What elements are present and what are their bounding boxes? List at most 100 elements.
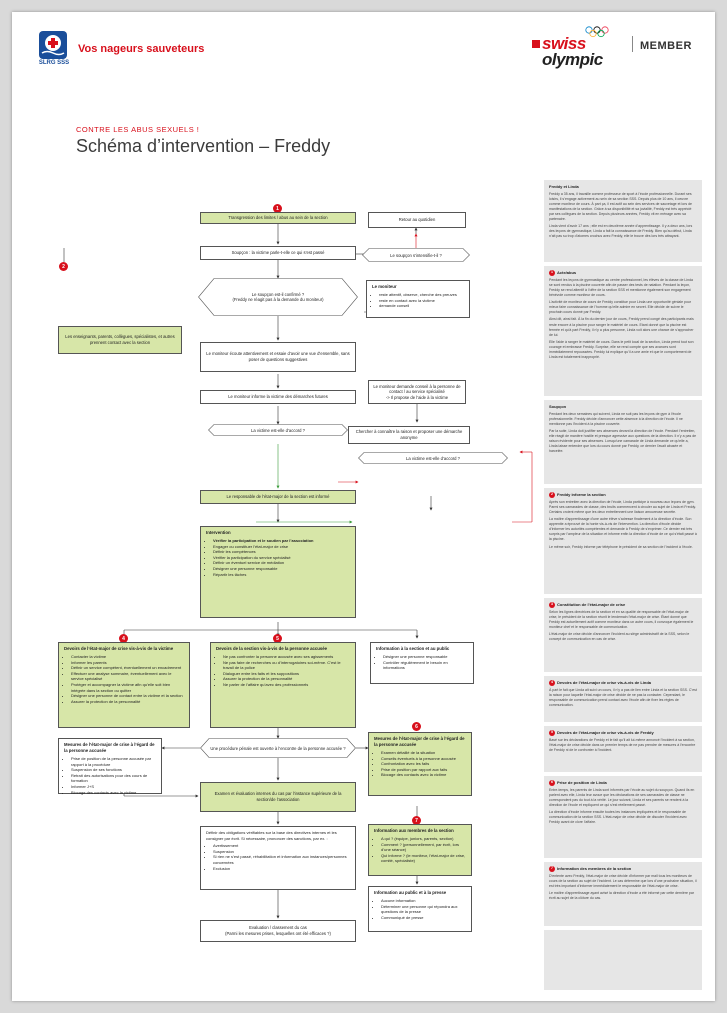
sidebar-spacer [544,930,702,990]
sidebar-title: Freddy informe la section [557,492,606,498]
sidebar-paragraph: Entre-temps, les parents de Linda sont i… [549,788,695,808]
list-item: Blocage des contacts avec la victime [71,790,156,796]
sidebar-badge: 3 [549,602,555,608]
list-item: Retrait des autorisations pour des cours… [71,773,156,784]
mesures-gauche-box: Mesures de l’état-major de crise à l’éga… [58,738,162,796]
victime-accord2-decision: La victime est-elle d’accord ? [358,452,508,464]
enseignants-box: Les enseignants, parents, collègues, spé… [58,326,182,354]
sidebar-heading: Freddy et Linda [549,184,697,190]
devoirs-victime-box: Devoirs de l’état-major de crise vis-à-v… [58,642,190,728]
responsable-informe-box: Le responsable de l’état-major de la sec… [200,490,356,504]
list-item: Répartir les tâches [213,572,350,578]
victime-accord1-label: La victime est-elle d’accord ? [251,427,305,433]
info-section-title: Information à la section et au public [376,646,450,651]
sidebar-badge: 1 [549,270,555,276]
list-item: Déterminer une personne qui répondra aux… [381,904,466,915]
sidebar-title: Information des membres de la section [557,866,632,872]
partner-swiss: swiss [542,34,586,53]
olympic-rings-icon [585,26,609,38]
step-badge-7: 7 [412,816,421,825]
sidebar-title: Devoirs de l’état-major de crise vis-à-v… [557,680,652,686]
sidebar-section: Freddy et Linda Freddy a 35 ans, il trav… [544,180,702,262]
sidebar-paragraph: D’entente avec Freddy, l’état-major de c… [549,874,697,889]
step-badge-1: 1 [273,204,282,213]
obligations-box: Définir des obligations vérifiables sur … [200,826,356,890]
retour-box: Retour au quotidien [368,212,466,228]
list-item: reste attentif, observe, cherche des pre… [379,292,464,298]
sidebar-paragraph: Selon les lignes directrices de la secti… [549,610,694,630]
step-badge-6: 6 [412,722,421,731]
list-item: Examen détaillé de la situation [381,750,466,756]
soupcon-box: Soupçon : la victime parle-t-elle ce qui… [200,246,356,260]
list-item: Aucune information [381,898,466,904]
list-item: Suspension de ses fonctions [71,767,156,773]
list-item: Définir un service compétent, éventuelle… [71,665,184,671]
poster-page: SLRG SSS Vos nageurs sauveteurs swiss ol… [12,12,715,1001]
sidebar-title: Prise de position de Linda [557,780,607,786]
soupcon-confirme-label: Le soupçon est-il confirmé ? (Freddy ne … [232,292,324,302]
sidebar-badge: 2 [549,492,555,498]
moniteur-box: Le moniteur reste attentif, observe, che… [366,280,470,318]
list-item: Vérifier la participation et le soutien … [213,538,350,544]
sidebar-title: Soupçon [549,404,567,409]
procedure-penale-decision: Une procédure pénale est ouverte à l’enc… [200,738,356,758]
info-presse-box: Information au public et à la presse Auc… [368,886,472,932]
list-item: Comment ? (personnellement, par écrit, l… [381,842,466,853]
sidebar-paragraph: L’état-major de crise décide d’annoncer … [549,632,690,642]
sidebar-badge: 4 [549,680,555,686]
obligations-title: Définir des obligations vérifiables sur … [206,830,337,841]
sidebar-paragraph: Elle l’aide à ranger le matériel de cour… [549,339,694,359]
list-item: Contrôler régulièrement le besoin en inf… [383,660,468,671]
list-item: Qui informe ? (le moniteur, l’état-major… [381,853,466,864]
sidebar-badge: 7 [549,866,555,872]
member-label: MEMBER [640,40,692,52]
list-item: demande conseil [379,303,464,309]
sidebar-paragraph: Par la suite, Linda doit justifier ses a… [549,428,697,454]
case-sidebar: Freddy et Linda Freddy a 35 ans, il trav… [544,180,702,990]
demande-conseil-box: Le moniteur demande conseil à la personn… [368,380,466,404]
mesures-droite-title: Mesures de l’état-major de crise à l’éga… [374,736,465,748]
list-item: Définir un éventuel service de médiation [213,560,350,566]
list-item: Informer les parents [71,660,184,666]
soupcon-confirme-decision: Le soupçon est-il confirmé ? (Freddy ne … [198,278,358,316]
sidebar-paragraph: Pendant les leçons de gymnastique au cen… [549,278,693,298]
sidebar-title: Acte/abus [557,270,577,276]
soupcon-intensifie-decision: Le soupçon s’intensifie-t-il ? [362,248,470,262]
list-item: Si rien ne s’est passé, réhabilitation e… [213,854,350,865]
sidebar-title: Constitution de l’état-major de crise [557,602,626,608]
chercher-raison-box: Chercher à connaître la raison et propos… [348,426,470,444]
devoirs-accusee-title: Devoirs de la section vis-à-vis de la pe… [216,646,328,651]
victime-accord2-label: La victime est-elle d’accord ? [406,455,460,461]
sidebar-badge: 5 [549,730,555,736]
sidebar-paragraph: Linda vient d’avoir 17 ans ; elle est en… [549,224,693,239]
list-item: Ne pas faire de recherches ou d’interrog… [223,660,350,671]
swiss-cross-icon [532,40,540,48]
swiss-olympic-logo: swiss olympic [532,34,603,74]
info-presse-title: Information au public et à la presse [374,890,447,895]
sidebar-badge: 6 [549,780,555,786]
intervention-title: Intervention [206,530,231,535]
list-item: Effectuer une analyse sommaire, éventuel… [71,671,184,682]
list-item: Suspension [213,849,350,855]
sidebar-paragraph: Freddy a 35 ans, il travaille comme prof… [549,191,692,222]
sidebar-heading: Soupçon [549,404,697,410]
sidebar-paragraph: À part le fait que Linda ait suivi un co… [549,688,697,708]
list-item: Prise de position de la personne accusée… [71,756,156,767]
sidebar-paragraph: Ainsi dit, ainsi fait. À la fin du derni… [549,317,694,337]
list-item: Assurer la protection de la personnalité [223,676,350,682]
flow-connectors [63,222,533,919]
ecoute-box: Le moniteur écoute attentivement et essa… [200,342,356,372]
list-item: Protéger et accompagner la victime afin … [71,682,184,693]
list-item: Blocage des contacts avec la victime [381,772,466,778]
list-item: Dialoguer entre les faits et les supposi… [223,671,350,677]
kicker: CONTRE LES ABUS SEXUELS ! [76,125,200,134]
evaluation-box: Evaluation / classement du cas (Parmi le… [200,920,356,942]
